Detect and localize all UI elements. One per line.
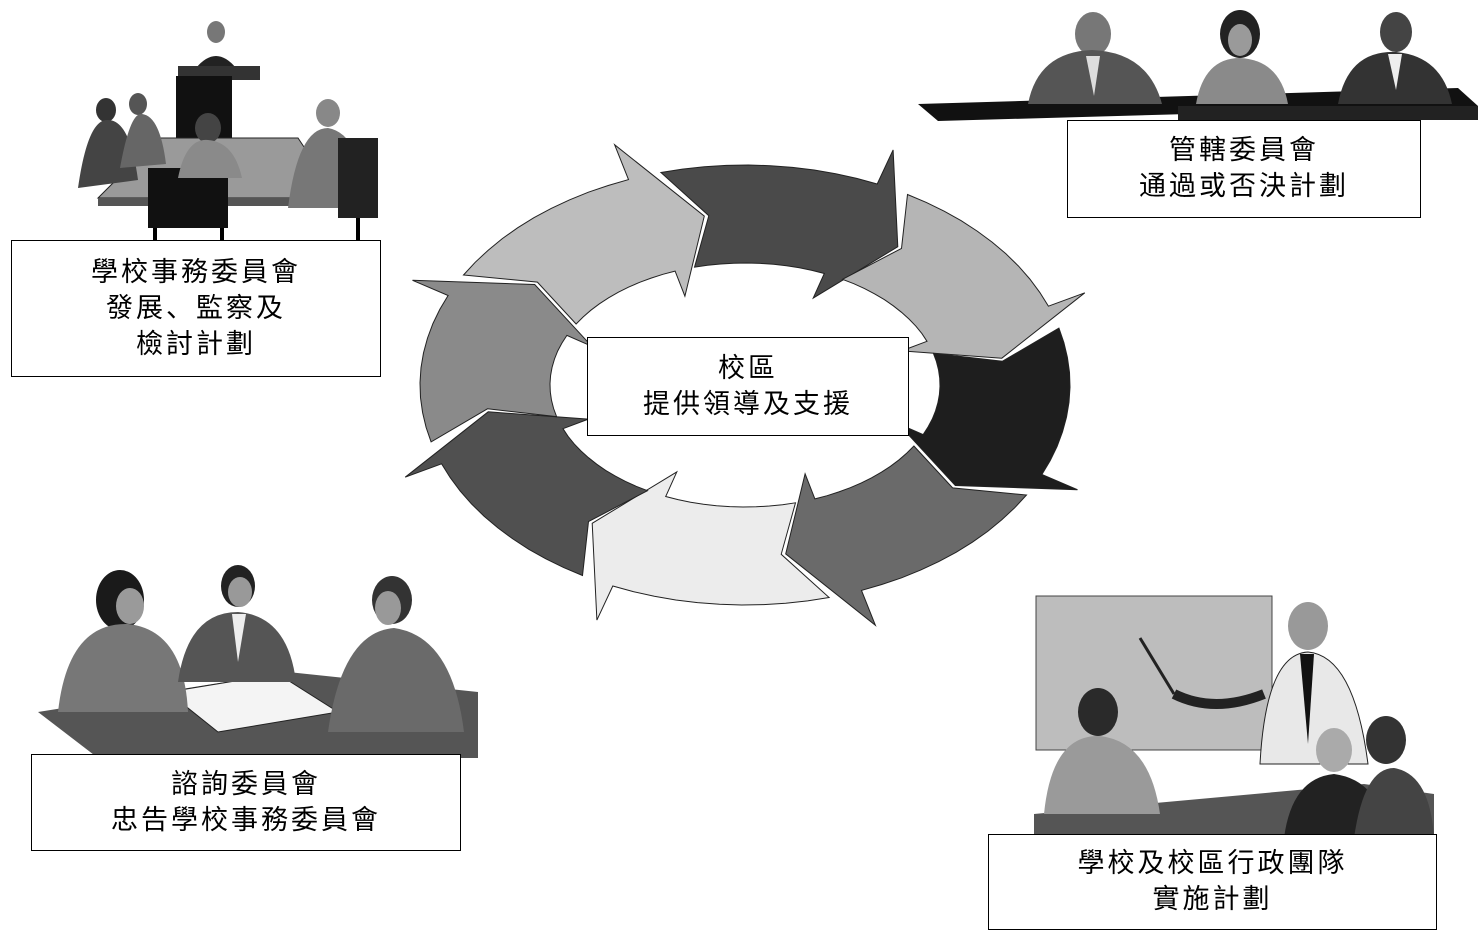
school-council-desc-1: 發展、監察及 [106, 292, 286, 324]
boardroom-meeting-illustration [38, 18, 388, 243]
advisory-meeting-illustration [38, 562, 478, 758]
school-council-box: 學校事務委員會 發展、監察及 檢討計劃 [11, 240, 381, 377]
committee-panel-illustration [918, 6, 1478, 128]
governing-committee-title: 管轄委員會 [1169, 135, 1319, 166]
cycle-arrow-6 [591, 470, 831, 621]
admin-team-title: 學校及校區行政團隊 [1077, 848, 1348, 879]
school-council-desc-2: 檢討計劃 [136, 328, 256, 360]
cycle-arrow-1 [462, 143, 705, 325]
center-label-box: 校區 提供領導及支援 [587, 337, 909, 436]
governing-committee-desc: 通過或否決計劃 [1139, 171, 1349, 202]
governing-committee-box: 管轄委員會 通過或否決計劃 [1067, 120, 1421, 218]
center-title: 校區 [718, 352, 778, 384]
admin-team-box: 學校及校區行政團隊 實施計劃 [988, 834, 1437, 930]
advisory-committee-desc: 忠告學校事務委員會 [111, 804, 381, 836]
cycle-arrow-2 [659, 149, 899, 300]
advisory-committee-box: 諮詢委員會 忠告學校事務委員會 [31, 754, 461, 851]
admin-team-desc: 實施計劃 [1152, 884, 1273, 915]
cycle-arrow-5 [785, 445, 1028, 627]
school-council-title: 學校事務委員會 [91, 256, 301, 288]
cycle-diagram [380, 135, 1110, 630]
advisory-committee-title: 諮詢委員會 [171, 768, 321, 800]
center-subtitle: 提供領導及支援 [643, 388, 853, 420]
presentation-illustration [1034, 594, 1434, 838]
